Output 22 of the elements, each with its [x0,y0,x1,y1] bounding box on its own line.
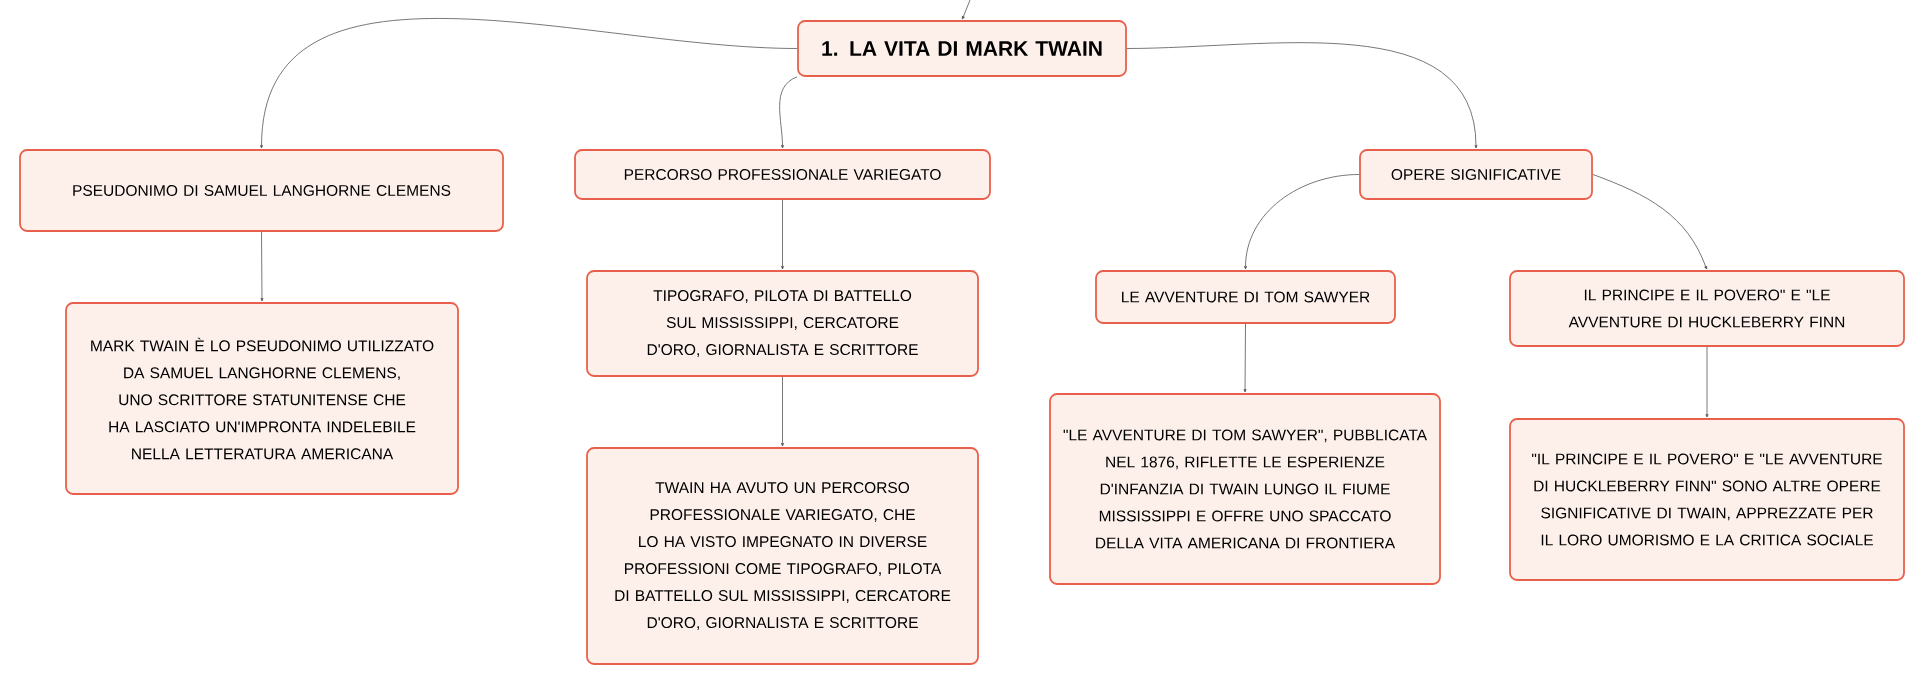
topic-box: MARK TWAIN È LO PSEUDONIMO UTILIZZATO DA SAMUEL LANGHORNE CLEMENS, UNO SCRITTORE STATUNITENSE CHE HA LASCIATO UN'IMPRONTA INDELEBILE NELLA LETTERATURA AMERICANA [65,302,459,495]
arrow [781,199,784,270]
topic-box: OPERE SIGNIFICATIVE [1359,149,1593,200]
arrow [260,231,264,302]
arrow [962,0,971,20]
topic-box: TIPOGRAFO, PILOTA DI BATTELLO SUL MISSISSIPPI, CERCATORE D'ORO, GIORNALISTA E SCRITTORE [586,270,979,377]
arrow [1705,346,1709,418]
title-box: 1. LA VITA DI MARK TWAIN [797,20,1127,77]
topic-box: IL PRINCIPE E IL POVERO" E "LE AVVENTURE DI HUCKLEBERRY FINN [1509,270,1905,347]
topic-box: "LE AVVENTURE DI TOM SAWYER", PUBBLICATA NEL 1876, RIFLETTE LE ESPERIENZE D'INFANZIA DI TWAIN LUNGO IL FIUME MISSISSIPPI E OFFRE UNO SPACCATO DELLA VITA AMERICANA DI FRONTIERA [1049,393,1441,585]
topic-box: "IL PRINCIPE E IL POVERO" E "LE AVVENTURE DI HUCKLEBERRY FINN" SONO ALTRE OPERE SIGNIFICATIVE DI TWAIN, APPREZZATE PER IL LORO UMORISMO E LA CRITICA SOCIALE [1509,418,1905,581]
topic-box: PERCORSO PROFESSIONALE VARIEGATO [574,149,991,200]
topic-box: TWAIN HA AVUTO UN PERCORSO PROFESSIONALE VARIEGATO, CHE LO HA VISTO IMPEGNATO IN DIVERSE PROFESSIONI COME TIPOGRAFO, PILOTA DI BATTELLO SUL MISSISSIPPI, CERCATORE D'ORO, GIORNALISTA E SCRITTORE [586,447,979,665]
arrow [260,18,798,149]
arrow [1244,174,1360,270]
arrow [1126,42,1478,149]
topic-box: LE AVVENTURE DI TOM SAWYER [1095,270,1396,324]
arrow [1592,174,1708,270]
arrow [779,76,798,149]
arrow [781,376,784,447]
topic-box: PSEUDONIMO DI SAMUEL LANGHORNE CLEMENS [19,149,504,232]
arrow [1243,323,1247,393]
